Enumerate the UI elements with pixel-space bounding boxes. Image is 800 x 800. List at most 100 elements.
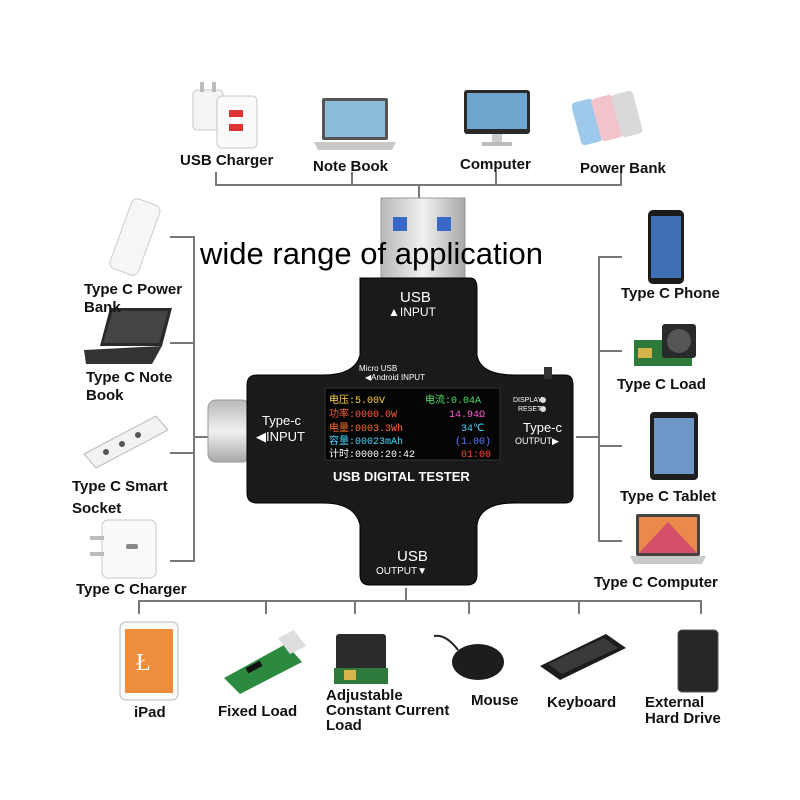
- bottom-bracket-tick: [138, 600, 140, 614]
- bottom-item-fixed-load: Fixed Load: [218, 703, 298, 720]
- right-item-type-c-computer: Type C Computer: [594, 574, 718, 591]
- type-c-power-bank-image: [109, 198, 161, 276]
- reset-label: RESET: [518, 406, 542, 413]
- left-item-label-line1: Type C Charger: [76, 581, 187, 598]
- notebook-image: [314, 98, 396, 150]
- left-item-type-c-power-bank: Type C Power Bank: [84, 281, 182, 317]
- left-bracket-tick: [170, 342, 195, 344]
- top-item-power-bank: Power Bank: [580, 160, 666, 177]
- bottom-bracket-tick: [265, 600, 267, 614]
- fixed-load-image: [224, 630, 306, 694]
- bottom-item-label-line1: External: [645, 694, 705, 711]
- screen-group: (1.00): [455, 436, 491, 448]
- ipad-image: Ł: [119, 621, 179, 701]
- headline: wide range of application: [200, 236, 543, 271]
- screen-capacity: 容量:00023mAh: [329, 434, 403, 448]
- screen-temperature: 34℃: [461, 424, 484, 435]
- left-bracket-line: [193, 236, 195, 562]
- left-bracket-tick: [170, 560, 195, 562]
- left-item-type-c-charger: Type C Charger: [76, 581, 187, 599]
- top-bracket-tick: [620, 172, 622, 186]
- screen-power: 功率:0000.0W: [329, 407, 397, 421]
- bottom-item-external-hard-drive: External Hard Drive: [645, 695, 721, 727]
- top-item-usb-charger: USB Charger: [180, 152, 274, 169]
- right-bracket-tick: [598, 256, 622, 258]
- usb-tester-device: USB ▲INPUT Micro USB ◀Android INPUT Type…: [207, 197, 574, 586]
- right-bracket-line: [598, 256, 600, 541]
- bottom-bracket-tick: [578, 600, 580, 614]
- type-c-smart-socket-image: [83, 415, 169, 469]
- display-label: DISPLAY: [513, 397, 542, 404]
- type-c-charger-image: [90, 519, 157, 579]
- left-item-type-c-note-book: Type C Note Book: [86, 369, 172, 405]
- right-bracket-tick: [598, 540, 622, 542]
- bottom-item-label-line2: Constant Current: [326, 702, 450, 719]
- usb-a-plug: [380, 197, 466, 281]
- device-title: USB DIGITAL TESTER: [333, 469, 470, 484]
- bottom-item-label-line3: Load: [326, 717, 362, 734]
- type-c-plug: [207, 399, 251, 463]
- right-item-type-c-phone: Type C Phone: [621, 285, 720, 302]
- power-bank-image: [572, 90, 643, 146]
- mouse-image: [433, 634, 504, 680]
- computer-image: [464, 90, 530, 146]
- bottom-bracket-tick: [468, 600, 470, 614]
- bottom-bracket-line: [138, 600, 702, 602]
- right-bracket-tick: [598, 445, 622, 447]
- display-led: [540, 397, 546, 403]
- svg-text:Ł: Ł: [136, 650, 151, 676]
- type-c-note-book-image: [84, 308, 172, 364]
- screen-record: 01:00: [461, 450, 491, 461]
- bottom-item-mouse: Mouse: [471, 692, 519, 709]
- micro-usb-label-line2: ◀Android INPUT: [365, 373, 425, 382]
- adjustable-load-image: [334, 634, 388, 684]
- usb-output-label-line2: OUTPUT▼: [376, 566, 427, 577]
- screen-voltage: 电压:5.00V: [329, 393, 385, 407]
- type-c-computer-image: [630, 514, 706, 564]
- type-c-tablet-image: [650, 412, 698, 480]
- right-bracket-stem: [576, 436, 600, 438]
- tester-screen: [324, 387, 501, 461]
- bottom-bracket-tick: [700, 600, 702, 614]
- left-item-label-line2: Book: [86, 387, 124, 404]
- keyboard-image: [540, 634, 626, 680]
- screen-energy: 电量:0003.3Wh: [329, 421, 403, 435]
- usb-input-label-line2: ▲INPUT: [388, 305, 437, 319]
- top-item-note-book: Note Book: [313, 158, 388, 175]
- typec-input-label-line1: Type-c: [262, 413, 302, 428]
- side-button: [544, 367, 552, 379]
- left-item-label-line2: Bank: [84, 299, 121, 316]
- top-bracket-tick: [351, 172, 353, 186]
- screen-resistance: 14.94Ω: [449, 410, 485, 421]
- left-item-label-line2: Socket: [72, 500, 122, 517]
- top-bracket-tick: [215, 172, 217, 186]
- micro-usb-label-line1: Micro USB: [359, 364, 397, 373]
- top-bracket-stem: [418, 184, 420, 198]
- typec-output-label-line1: Type-c: [523, 420, 563, 435]
- top-bracket-tick: [495, 172, 497, 186]
- right-bracket-tick: [598, 350, 622, 352]
- usb-output-label-line1: USB: [397, 548, 428, 565]
- typec-output-label-line2: OUTPUT▶: [515, 436, 559, 446]
- usb-input-label-line1: USB: [400, 289, 431, 306]
- usb-charger-image: [192, 82, 258, 149]
- bottom-bracket-stem: [405, 588, 407, 602]
- typec-input-label-line2: ◀INPUT: [256, 429, 305, 444]
- right-item-type-c-load: Type C Load: [617, 376, 706, 393]
- bottom-item-ipad: iPad: [134, 704, 166, 721]
- bottom-item-label-line2: Hard Drive: [645, 710, 721, 727]
- bottom-item-adjustable-load: Adjustable Constant Current Load: [326, 688, 449, 733]
- screen-current: 电流:0.04A: [425, 393, 481, 407]
- bottom-bracket-tick: [354, 600, 356, 614]
- left-bracket-tick: [170, 236, 195, 238]
- left-bracket-stem: [193, 436, 210, 438]
- type-c-phone-image: [648, 210, 684, 284]
- screen-timer: 计时:0000:20:42: [329, 447, 415, 461]
- left-item-label-line1: Type C Smart: [72, 478, 168, 495]
- left-item-label-line1: Type C Note: [86, 369, 173, 386]
- left-item-type-c-smart-socket: Type C Smart Socket: [72, 478, 168, 518]
- bottom-item-label-line1: Adjustable: [326, 687, 403, 704]
- bottom-item-keyboard: Keyboard: [547, 694, 617, 711]
- top-item-computer: Computer: [460, 156, 531, 173]
- right-item-type-c-tablet: Type C Tablet: [620, 488, 717, 505]
